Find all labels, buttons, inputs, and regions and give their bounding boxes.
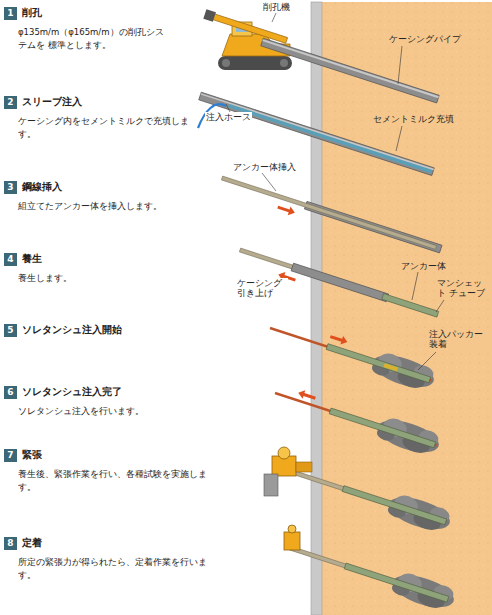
- callout-label: ケーシングパイプ: [388, 34, 462, 44]
- step-heading: 4 養生: [4, 252, 204, 266]
- step-title: スリーブ注入: [22, 95, 82, 109]
- step-entry: 8 定着所定の緊張力が得られたら、定着作業を行います。: [4, 536, 214, 582]
- step-title: 緊張: [22, 448, 42, 462]
- step-heading: 3 鋼線挿入: [4, 180, 204, 194]
- callout-label: アンカー体挿入: [232, 162, 297, 172]
- step-title: 削孔: [22, 6, 42, 20]
- step-description: φ135m/m（φ165m/m）の削孔システムを 標準とします。: [18, 26, 164, 52]
- step-number: 1: [4, 7, 17, 20]
- step-description: 所定の緊張力が得られたら、定着作業を行います。: [18, 556, 214, 582]
- step-heading: 8 定着: [4, 536, 214, 550]
- step-title: 養生: [22, 252, 42, 266]
- step-number: 5: [4, 324, 17, 337]
- callout-label: 削孔機: [262, 2, 291, 12]
- step-description: 養生後、緊張作業を行い、各種試験を実施します。: [18, 468, 214, 494]
- step-description: 養生します。: [18, 272, 204, 285]
- step-number: 8: [4, 537, 17, 550]
- step-number: 2: [4, 96, 17, 109]
- step-entry: 4 養生養生します。: [4, 252, 204, 285]
- step-description: 組立てたアンカー体を挿入します。: [18, 200, 204, 213]
- step-entry: 1 削孔 φ135m/m（φ165m/m）の削孔システムを 標準とします。: [4, 6, 164, 52]
- callout-label: 注入パッカー 装着: [428, 329, 490, 349]
- callout-label: 注入ホース: [205, 112, 252, 122]
- step-number: 3: [4, 181, 17, 194]
- step-entry: 5 ソレタンシュ注入開始: [4, 323, 204, 337]
- step-entry: 3 鋼線挿入組立てたアンカー体を挿入します。: [4, 180, 204, 213]
- step-number: 4: [4, 253, 17, 266]
- callout-label: セメントミルク充填: [372, 114, 455, 124]
- step-number: 7: [4, 449, 17, 462]
- callout-label: マンシェット チューブ: [436, 278, 490, 298]
- step-number: 6: [4, 386, 17, 399]
- step-heading: 5 ソレタンシュ注入開始: [4, 323, 204, 337]
- step-heading: 7 緊張: [4, 448, 214, 462]
- step-heading: 6 ソレタンシュ注入完了: [4, 385, 204, 399]
- step-entry: 7 緊張養生後、緊張作業を行い、各種試験を実施します。: [4, 448, 214, 494]
- step-heading: 1 削孔: [4, 6, 164, 20]
- step-title: 鋼線挿入: [22, 180, 62, 194]
- step-title: ソレタンシュ注入完了: [22, 385, 122, 399]
- step-title: ソレタンシュ注入開始: [22, 323, 122, 337]
- step-description: ケーシング内をセメントミルクで充填します。: [18, 115, 204, 141]
- step-heading: 2 スリーブ注入: [4, 95, 204, 109]
- step-title: 定着: [22, 536, 42, 550]
- callout-label: ケーシング 引き上げ: [236, 278, 288, 298]
- callout-label: アンカー体: [400, 261, 447, 271]
- step-entry: 6 ソレタンシュ注入完了ソレタンシュ注入を行います。: [4, 385, 204, 418]
- step-entry: 2 スリーブ注入ケーシング内をセメントミルクで充填します。: [4, 95, 204, 141]
- step-description: ソレタンシュ注入を行います。: [18, 405, 204, 418]
